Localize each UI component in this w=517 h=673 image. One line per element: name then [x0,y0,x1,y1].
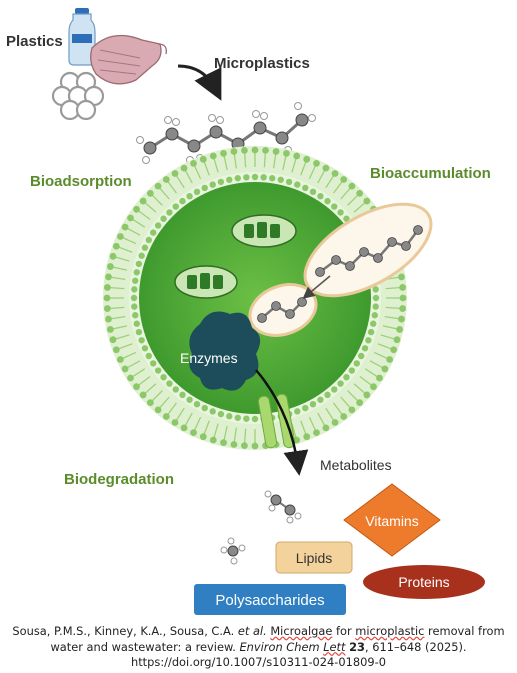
chloroplast [231,214,297,248]
plastic-rings-icon [51,71,105,121]
vitamins-diamond: Vitamins [343,483,441,557]
polysaccharides-box: Polysaccharides [194,584,346,615]
enzyme-blob [189,311,261,391]
enzymes-label: Enzymes [180,350,238,366]
svg-text:Proteins: Proteins [398,574,449,590]
bioaccumulation-vesicle [248,202,433,337]
bioadsorption-label: Bioadsorption [30,173,132,190]
caption-doi-link[interactable]: https://doi.org/10.1007/s10311-024-01809… [131,655,386,669]
chloroplast [174,265,238,299]
metabolites-label: Metabolites [320,457,392,473]
metabolite-molecule [264,490,302,524]
lipids-box: Lipids [275,541,353,574]
microplastics-label: Microplastics [214,55,310,72]
fragmentation-arrow [177,64,222,101]
caption-journal-lett[interactable]: Lett [323,639,346,654]
biodegradation-label: Biodegradation [64,471,174,488]
degradation-arrow [255,369,309,476]
caption-link-microplastic[interactable]: microplastic [355,624,425,638]
plastics-label: Plastics [6,33,63,50]
proteins-ellipse: Proteins [363,565,485,599]
caption-link-microalgae[interactable]: Microalgae [270,624,333,638]
citation-caption: Sousa, P.M.S., Kinney, K.A., Sousa, C.A.… [12,624,505,669]
caption-journal: Environ Chem [239,639,324,654]
caption-authors: Sousa, P.M.S., Kinney, K.A., Sousa, C.A. [12,624,238,638]
metabolite-molecule [220,537,246,565]
svg-text:Vitamins: Vitamins [365,513,418,529]
plastic-mask-icon [90,34,167,85]
caption-pages: , 611–648 (2025). [364,639,467,654]
plastic-bottle-icon [68,8,96,66]
svg-text:Lipids: Lipids [296,550,333,566]
microalgae-cell [103,146,407,450]
caption-et-al: et al. [237,624,267,638]
bioaccumulation-label: Bioaccumulation [370,165,491,182]
caption-title: removal from water and wastewater: a rev… [50,624,505,654]
svg-text:Polysaccharides: Polysaccharides [215,592,324,609]
caption-volume: 23 [349,639,365,654]
